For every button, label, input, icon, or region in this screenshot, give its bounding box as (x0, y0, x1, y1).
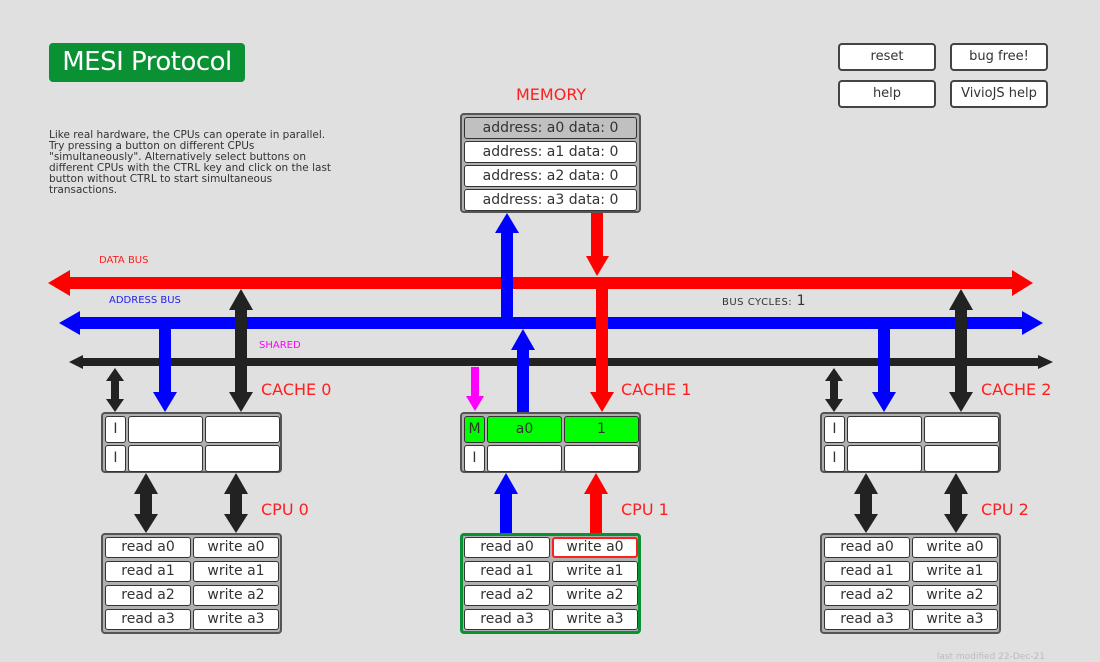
cpu-write-a2-button[interactable]: write a2 (912, 585, 998, 606)
cpu-label: CPU 0 (261, 500, 309, 519)
bus-cycles-label: BUS CYCLES: (722, 297, 793, 308)
cache1-data-arrow (590, 289, 614, 412)
cpu-read-a0-button[interactable]: read a0 (105, 537, 191, 558)
cpu-write-a3-button[interactable]: write a3 (193, 609, 279, 630)
reset-button[interactable]: reset (838, 43, 936, 71)
cache-label: CACHE 1 (621, 380, 692, 399)
cache-line-state: M (464, 416, 485, 443)
shared-bus (69, 355, 1053, 369)
cache-label: CACHE 2 (981, 380, 1052, 399)
cpu-write-a2-button[interactable]: write a2 (552, 585, 638, 606)
cache1-shared-arrow (466, 367, 484, 411)
data-bus-left-arrow (48, 270, 70, 296)
cpu-write-a3-button[interactable]: write a3 (912, 609, 998, 630)
cpu-read-a3-button[interactable]: read a3 (105, 609, 191, 630)
cpu-write-a1-button[interactable]: write a1 (912, 561, 998, 582)
cpu-write-a0-button[interactable]: write a0 (912, 537, 998, 558)
cpu-write-a0-button[interactable]: write a0 (193, 537, 279, 558)
cache-line-address (847, 416, 922, 443)
cpu-label: CPU 1 (621, 500, 669, 519)
cache-line-data: 1 (564, 416, 639, 443)
memory-row[interactable]: address: a3 data: 0 (464, 189, 637, 211)
memory-label: MEMORY (516, 85, 587, 104)
cache2-address-arrow (872, 329, 896, 412)
cpu-read-a0-button[interactable]: read a0 (824, 537, 910, 558)
cache0-address-arrow (153, 329, 177, 412)
memory-row[interactable]: address: a2 data: 0 (464, 165, 637, 187)
cpu-write-a1-button[interactable]: write a1 (193, 561, 279, 582)
cache-line-address: a0 (487, 416, 562, 443)
bus-cycles-readout: BUS CYCLES: 1 (722, 293, 806, 309)
cache1-address-arrow (511, 329, 535, 413)
cpu-read-a2-button[interactable]: read a2 (105, 585, 191, 606)
cpu-read-a3-button[interactable]: read a3 (464, 609, 550, 630)
cpu-write-a1-button[interactable]: write a1 (552, 561, 638, 582)
cache-line-state: I (824, 445, 845, 472)
shared-label: SHARED (259, 340, 301, 351)
cache-line-address (487, 445, 562, 472)
memory-data-arrow (586, 212, 609, 276)
bug-free-button[interactable]: bug free! (950, 43, 1048, 71)
cpu-read-a2-button[interactable]: read a2 (824, 585, 910, 606)
cache0-data-arrow (229, 289, 253, 412)
description-text: Like real hardware, the CPUs can operate… (49, 129, 332, 196)
cpu-read-a1-button[interactable]: read a1 (464, 561, 550, 582)
address-bus-right-arrow (1022, 311, 1043, 335)
page-title: MESI Protocol (49, 43, 245, 82)
address-bus (59, 311, 1043, 335)
cache-line-data (924, 445, 999, 472)
cpu-write-a0-button[interactable]: write a0 (552, 537, 638, 558)
cpu-read-a1-button[interactable]: read a1 (824, 561, 910, 582)
cpu-read-a1-button[interactable]: read a1 (105, 561, 191, 582)
cpu0-cache0-arrows (134, 473, 248, 533)
data-bus-right-arrow (1012, 270, 1033, 296)
cache-line-address (847, 445, 922, 472)
cache-label: CACHE 0 (261, 380, 332, 399)
cache-line-state: I (105, 445, 126, 472)
cache-line-address (128, 416, 203, 443)
cpu-read-a3-button[interactable]: read a3 (824, 609, 910, 630)
cpu-write-a2-button[interactable]: write a2 (193, 585, 279, 606)
cache0-shared-arrow (106, 368, 124, 412)
cache2-data-arrow (949, 289, 973, 412)
cache-line-data (205, 416, 280, 443)
cache2-shared-arrow (825, 368, 843, 412)
memory-address-arrow (495, 213, 519, 320)
cpu-read-a0-button[interactable]: read a0 (464, 537, 550, 558)
memory-panel: address: a0 data: 0 address: a1 data: 0 … (460, 113, 641, 213)
cache-line-state: I (464, 445, 485, 472)
cpu-write-a3-button[interactable]: write a3 (552, 609, 638, 630)
cpu-read-a2-button[interactable]: read a2 (464, 585, 550, 606)
cache-line-data (205, 445, 280, 472)
cpu1-cache1-arrows (494, 473, 608, 533)
address-bus-label: ADDRESS BUS (109, 295, 181, 306)
cache-line-state: I (824, 416, 845, 443)
memory-row[interactable]: address: a0 data: 0 (464, 117, 637, 139)
cache-line-state: I (105, 416, 126, 443)
help-button[interactable]: help (838, 80, 936, 108)
data-bus-label: DATA BUS (99, 255, 149, 266)
bus-cycles-value: 1 (796, 293, 806, 309)
address-bus-left-arrow (59, 311, 80, 335)
viviojs-help-button[interactable]: VivioJS help (950, 80, 1048, 108)
cache-line-data (924, 416, 999, 443)
data-bus (48, 270, 1033, 296)
cache-line-data (564, 445, 639, 472)
cache-line-address (128, 445, 203, 472)
cpu-label: CPU 2 (981, 500, 1029, 519)
last-modified-footer: last modified 22-Dec-21 (936, 652, 1045, 662)
memory-row[interactable]: address: a1 data: 0 (464, 141, 637, 163)
cpu2-cache2-arrows (854, 473, 968, 533)
